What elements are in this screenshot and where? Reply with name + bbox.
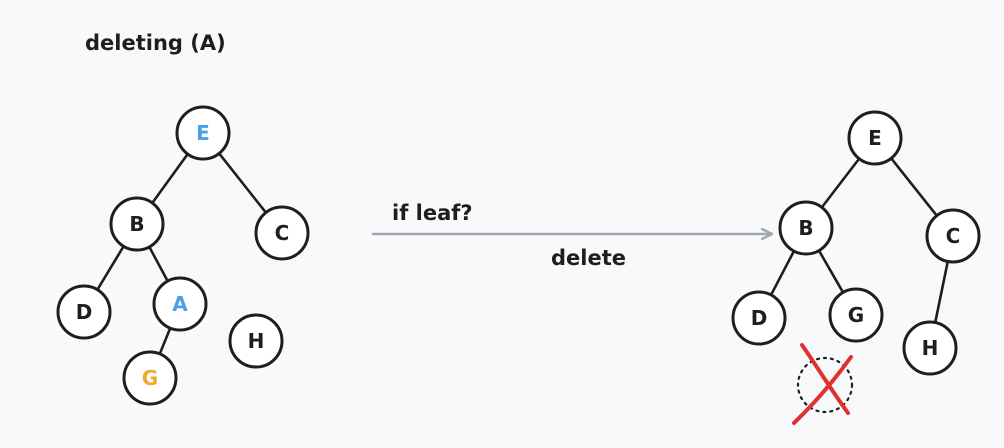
tree-node-D: D [731,290,787,346]
edge-E-C [217,152,268,214]
tree-node-B: B [778,200,834,256]
node-label: A [172,292,188,316]
node-circle [228,313,284,369]
edge-C-H [933,260,950,324]
tree-node-D: D [56,284,112,340]
node-circle [122,350,178,406]
tree-node-E: E [175,105,231,161]
edge-A-G [158,326,172,356]
node-label: G [142,366,158,390]
tree-node-C: C [254,205,310,261]
node-circle [731,290,787,346]
edge-E-C [889,157,939,217]
tree-node-C: C [925,208,981,264]
tree-node-B: B [109,196,165,252]
node-circle [56,284,112,340]
edge-B-D [96,244,125,292]
node-label: C [275,221,290,245]
before-tree: E B C D A G H [56,105,310,406]
node-label: H [248,329,265,353]
node-label: E [196,121,210,145]
edge-B-G [817,249,845,294]
action-label: delete [551,246,626,270]
node-circle [925,208,981,264]
node-circle [254,205,310,261]
edge-E-B [150,152,190,205]
tree-node-A: A [152,276,208,332]
node-circle [902,320,958,376]
tree-node-G: G [828,287,884,343]
node-circle [175,105,231,161]
node-circle [152,276,208,332]
node-circle [828,287,884,343]
tree-node-G: G [122,350,178,406]
node-circle [109,196,165,252]
node-label: D [751,306,768,330]
removed-node-marker [792,343,854,425]
removed-node-outline [796,356,854,414]
tree-node-H: H [902,320,958,376]
node-label: B [129,212,144,236]
diagram-title: deleting (A) [85,31,226,55]
edge-B-D [769,249,796,297]
condition-label: if leaf? [392,201,473,225]
after-tree: E B C D G H [731,110,981,376]
tree-node-H: H [228,313,284,369]
tree-node-E: E [847,110,903,166]
node-circle [847,110,903,166]
edge-E-B [820,157,861,209]
node-circle [778,200,834,256]
edge-B-A [148,245,169,283]
node-label: H [922,336,939,360]
node-label: C [946,224,961,248]
node-label: B [798,216,813,240]
node-label: G [848,303,864,327]
node-label: E [868,126,882,150]
cross-icon [792,343,853,425]
node-label: D [76,300,93,324]
